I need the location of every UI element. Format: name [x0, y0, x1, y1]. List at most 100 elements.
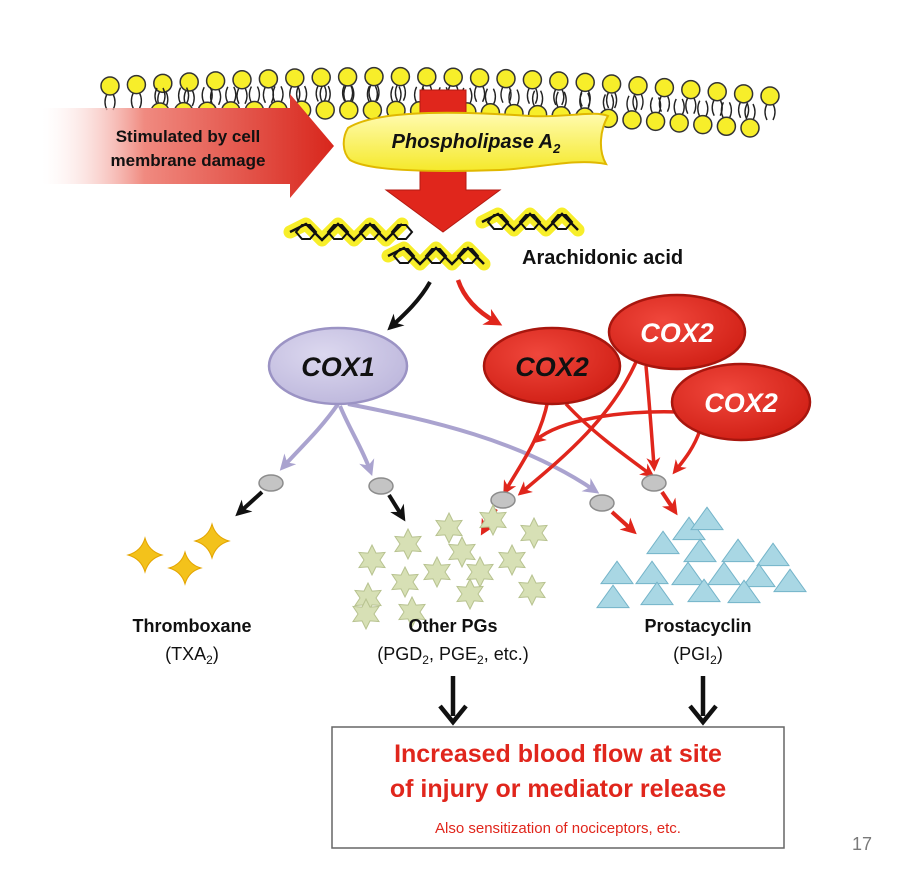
- lipid-tail: [526, 87, 539, 105]
- lipid-tail: [341, 84, 354, 102]
- prostacyclin-triangle-shape: [727, 579, 761, 604]
- carbon-ring: [358, 224, 382, 240]
- prostacyclin-triangle-shape: [721, 538, 755, 563]
- lipid-tail: [602, 94, 615, 111]
- lipid-tail: [685, 97, 697, 114]
- sparkle-shape: [167, 550, 203, 586]
- lipid-tail: [473, 85, 486, 103]
- lipid-tail: [319, 85, 331, 103]
- prostacyclin-triangle-shape: [646, 530, 680, 555]
- cox1-enzyme: COX1: [267, 326, 409, 406]
- lipid-head: [760, 86, 780, 106]
- arachidonic-acid-label: Arachidonic acid: [522, 247, 683, 269]
- lipid-tail: [394, 84, 407, 101]
- carbon-ring: [390, 224, 414, 240]
- lipid-tail: [295, 85, 308, 103]
- lipid-tail: [579, 90, 591, 107]
- lipid-head: [740, 118, 760, 138]
- pg-star-shape: [498, 543, 526, 577]
- pg-star-shape: [391, 565, 419, 599]
- lipid-tail: [104, 93, 116, 111]
- phospholipase-a2-enzyme: Phospholipase A2: [342, 111, 610, 172]
- outcome-box: Increased blood flow at site of injury o…: [331, 726, 785, 849]
- prostacyclin-triangle-shape: [687, 578, 721, 603]
- prostacyclin-abbr: (PGI2): [673, 644, 723, 667]
- outcome-note: Also sensitization of nociceptors, etc.: [435, 820, 681, 837]
- sparkle-shape: [193, 522, 231, 560]
- prostacyclin-triangle-shape: [742, 563, 776, 588]
- phospholipase-name: Phospholipase A: [392, 131, 554, 153]
- thromboxane-abbr: (TXA2): [165, 644, 219, 667]
- lipid-head: [622, 110, 642, 130]
- svg-text:Phospholipase A2: Phospholipase A2: [392, 131, 562, 156]
- arachidonic-acid-chain: [289, 222, 403, 242]
- lipid-tail: [579, 92, 591, 110]
- lipid-tail: [605, 91, 618, 109]
- lipid-head: [716, 116, 737, 137]
- lipid-head: [669, 113, 689, 133]
- prostacyclin-triangle-shape: [707, 561, 741, 586]
- carbon-ring: [424, 248, 448, 264]
- cox1-product-arrows: [279, 402, 600, 494]
- lipid-tail: [720, 101, 733, 119]
- carbon-ring: [294, 224, 318, 240]
- lipid-head: [205, 71, 226, 91]
- lipid-head: [443, 67, 463, 87]
- lipid-tail: [764, 103, 776, 121]
- other-pgs-stars: [352, 503, 548, 631]
- pg-star-shape: [518, 573, 546, 607]
- lipid-head: [364, 66, 384, 87]
- lipid-tail: [626, 95, 638, 113]
- arrow-to-cox2: [455, 279, 503, 326]
- cox2-label-1: COX2: [515, 352, 589, 382]
- lipid-tail: [737, 101, 750, 119]
- pg-star-shape: [448, 535, 476, 569]
- prostacyclin-triangle-shape: [773, 568, 807, 593]
- cox2-label-2: COX2: [640, 318, 714, 348]
- lipid-head: [126, 74, 147, 95]
- arachidonic-acid-molecules: [283, 207, 585, 271]
- lipid-head: [628, 76, 648, 96]
- lipid-head: [337, 67, 358, 87]
- prostacyclin-triangle-shape: [640, 581, 674, 606]
- thromboxane-label: Thromboxane: [132, 616, 251, 636]
- cox2-enzyme-3: COX2: [670, 362, 812, 442]
- lipid-tail: [744, 103, 756, 121]
- lipid-tail: [658, 95, 671, 112]
- lipid-tail: [555, 91, 567, 109]
- sparkle-shape: [126, 536, 164, 574]
- pg-star-shape: [352, 597, 380, 631]
- lipid-tail: [177, 87, 190, 104]
- lipid-tail: [531, 90, 544, 107]
- pg-star-shape: [479, 503, 507, 537]
- lipid-tail: [236, 87, 248, 105]
- lipid-head: [575, 72, 595, 93]
- lipid-tail: [649, 97, 662, 114]
- lipid-head: [153, 73, 173, 94]
- lipid-head: [522, 69, 543, 90]
- lipid-head: [654, 77, 675, 98]
- cox2-product-arrows: [503, 361, 702, 496]
- pg-star-shape: [394, 527, 422, 561]
- other-pgs-label: Other PGs: [408, 616, 497, 636]
- lipid-head: [258, 69, 279, 89]
- cox2-label-3: COX2: [704, 388, 778, 418]
- pg-star-shape: [398, 595, 426, 629]
- lipid-head: [362, 100, 383, 120]
- phospholipase-subscript: 2: [552, 141, 561, 156]
- lipid-tail: [225, 86, 237, 104]
- prostacyclin-triangle-shape: [596, 584, 630, 609]
- lipid-tail: [508, 89, 520, 106]
- lipid-tail: [366, 85, 379, 103]
- lipid-tail: [343, 85, 355, 103]
- lipid-tail: [154, 87, 166, 105]
- lipid-head: [601, 74, 622, 94]
- outcome-line1: Increased blood flow at site: [394, 740, 722, 768]
- other-pgs-abbr: (PGD2, PGE2, etc.): [377, 644, 528, 667]
- page-number: 17: [852, 834, 872, 854]
- prostacyclin-triangles: [596, 506, 807, 609]
- lipid-tail: [673, 98, 685, 116]
- lipid-tail: [390, 86, 402, 103]
- lipid-tail: [697, 100, 709, 117]
- lipid-head: [315, 100, 335, 120]
